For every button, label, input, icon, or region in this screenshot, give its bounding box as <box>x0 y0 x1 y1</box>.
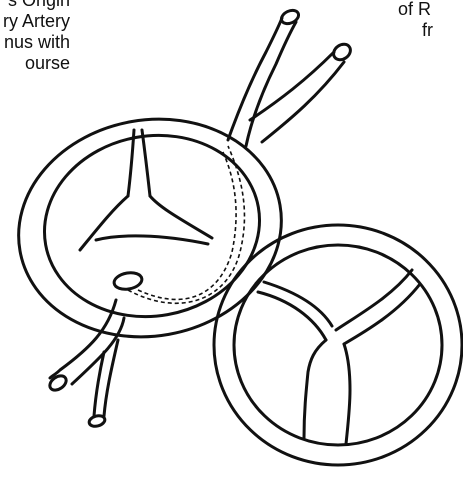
lower-coronary-artery <box>47 300 124 428</box>
right-valve <box>214 225 462 465</box>
left-valve <box>1 99 298 358</box>
upper-coronary-artery <box>228 8 353 146</box>
coronary-ostium <box>113 271 143 292</box>
